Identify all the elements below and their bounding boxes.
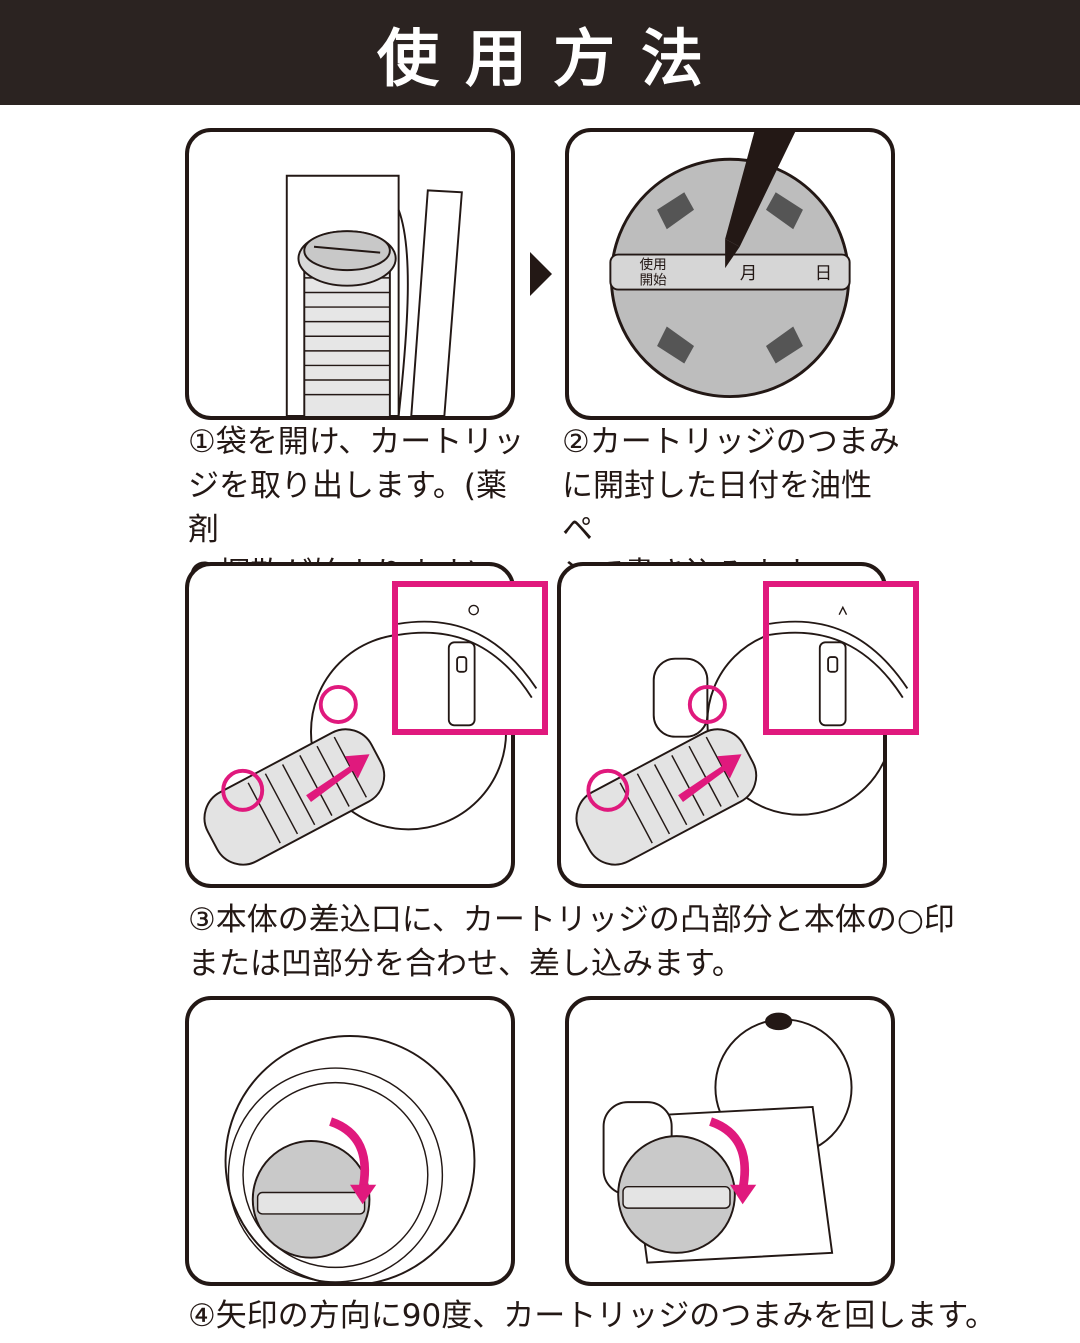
page-title: 使用方法 (376, 21, 729, 95)
cap-start-label-line2: 開始 (640, 273, 668, 289)
cap-day-label: 日 (815, 264, 833, 284)
rotate-cap-round-illustration (224, 1035, 476, 1282)
step4b-illustration (565, 996, 895, 1286)
cap-month-label: 月 (740, 264, 758, 284)
cap-with-date-illustration: 使用 開始 月 日 (609, 132, 851, 399)
step4-caption: ④矢印の方向に90度、カートリッジのつまみを回します。 (188, 1298, 997, 1334)
marker-pen-icon (725, 132, 796, 269)
rotate-cap-bear-illustration (602, 1012, 853, 1264)
step1-illustration (185, 128, 515, 420)
cap-start-label-line1: 使用 (640, 256, 667, 273)
header-bar: 使用方法 (0, 0, 1080, 105)
next-step-arrow-icon (530, 252, 552, 296)
step3-caption: ③本体の差込口に、カートリッジの凸部分と本体の○印 または凹部分を合わせ、差し込… (188, 902, 955, 982)
step2-illustration: 使用 開始 月 日 (565, 128, 895, 420)
step4a-illustration (185, 996, 515, 1286)
step3a-zoom-inset (392, 581, 548, 735)
step3b-zoom-inset (763, 581, 919, 735)
cartridge-in-bag-illustration (285, 174, 463, 416)
